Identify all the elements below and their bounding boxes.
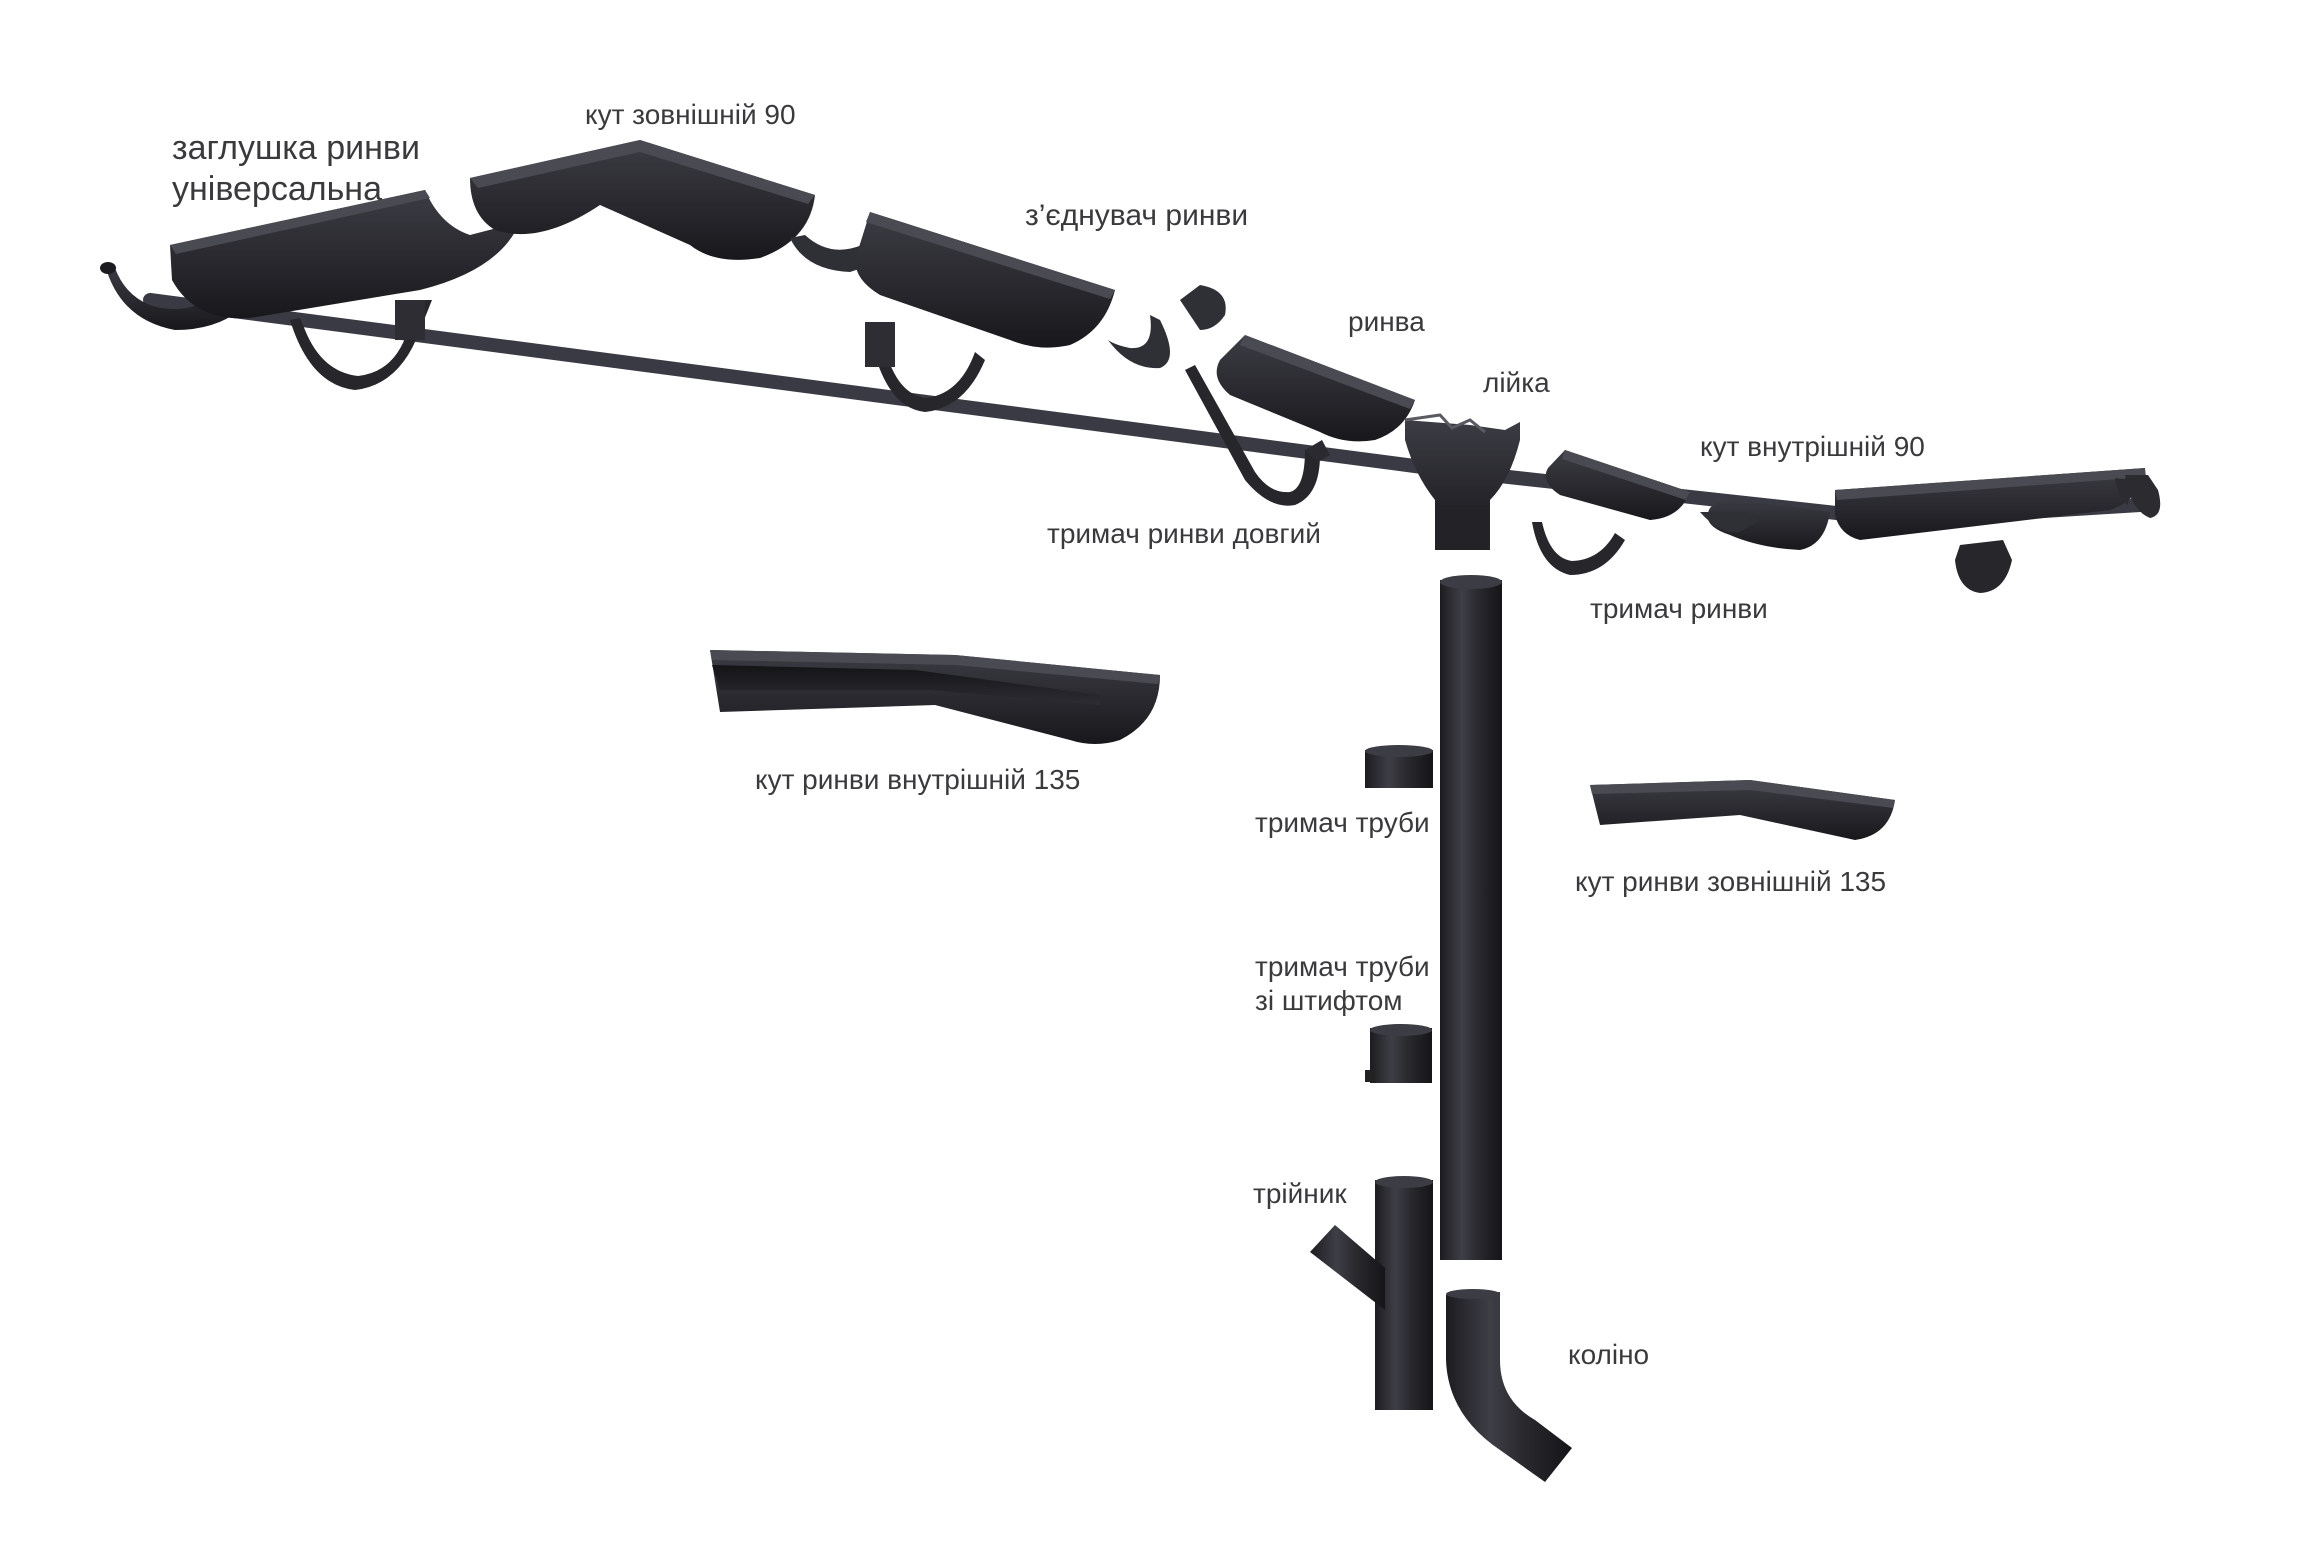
label-pipe-clamp-pin-line2: зі штифтом (1255, 985, 1403, 1017)
label-pipe-clamp: тримач труби (1255, 807, 1430, 838)
label-tee: трійник (1253, 1178, 1347, 1209)
outer-corner-135 (1590, 780, 1895, 840)
gutter-section-4 (1545, 450, 1690, 520)
downpipe (1440, 575, 1502, 1260)
label-outer-corner-90: кут зовнішній 90 (585, 99, 796, 130)
label-connector: з’єднувач ринви (1025, 199, 1249, 232)
inner-corner-90 (1707, 498, 1830, 550)
outlet (1404, 413, 1520, 550)
label-elbow: коліно (1568, 1339, 1650, 1370)
label-pipe-clamp-pin: тримач труби зі штифтом (1255, 950, 1430, 1018)
label-long-bracket: тримач ринви довгий (1047, 518, 1321, 549)
pipe-clamp-pin (1370, 1028, 1432, 1083)
outer-corner-90 (470, 140, 815, 260)
end-cap-left (105, 265, 240, 330)
bracket-4 (1955, 540, 2012, 593)
gutter-section-1 (170, 190, 520, 319)
label-outlet: лійка (1483, 367, 1550, 398)
label-end-cap-line2: універсальна (172, 170, 382, 209)
brackets (290, 300, 2012, 593)
bracket-long (1185, 365, 1320, 506)
bracket-1 (290, 300, 432, 390)
bracket-2 (870, 335, 985, 412)
pipe-clamps (1365, 745, 1433, 1083)
gutter-backline (143, 293, 2147, 528)
gutter-section-2 (855, 212, 1115, 348)
gutter-run (100, 140, 2161, 550)
gutter-connector-2 (1108, 315, 1170, 369)
end-cap-right (2125, 475, 2161, 518)
elbow (1446, 1289, 1572, 1482)
inner-corner-135 (710, 650, 1160, 744)
label-bracket: тримач ринви (1590, 593, 1768, 624)
label-end-cap-line1: заглушка ринви (172, 129, 420, 167)
label-inner-corner-90: кут внутрішній 90 (1700, 431, 1925, 462)
label-inner-corner-135: кут ринви внутрішній 135 (755, 764, 1081, 795)
bracket-3 (1532, 522, 1625, 575)
label-end-cap: заглушка ринви універсальна (172, 128, 420, 211)
label-gutter: ринва (1348, 306, 1425, 337)
label-outer-corner-135: кут ринви зовнішній 135 (1575, 866, 1887, 897)
tee (1310, 1176, 1433, 1410)
label-pipe-clamp-pin-line1: тримач труби (1255, 951, 1430, 982)
gutter-section-3 (1216, 335, 1415, 442)
